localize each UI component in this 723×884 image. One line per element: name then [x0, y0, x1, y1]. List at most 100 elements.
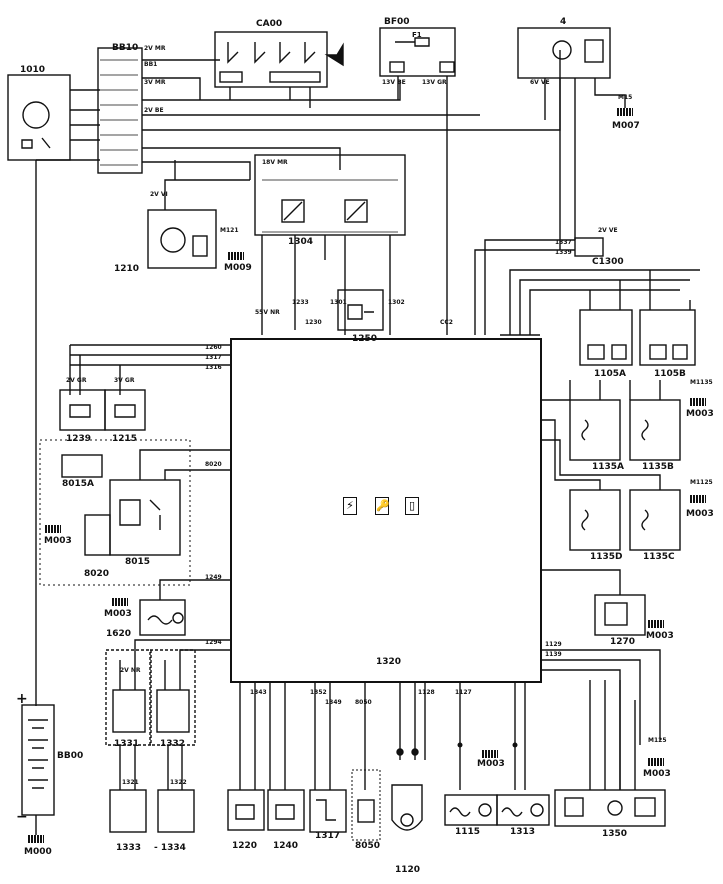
ecu-1320	[230, 338, 542, 683]
wire-1337: 1337	[555, 239, 572, 246]
label-1304: 1304	[288, 237, 314, 247]
wire-m125: M125	[648, 737, 667, 744]
key-symbol-icon: 🔑	[375, 497, 390, 515]
wire-1233: 1233	[292, 299, 309, 306]
tag-2vmr: 2V MR	[144, 45, 166, 52]
label-1210: 1210	[114, 264, 140, 274]
label-f1: F1	[412, 31, 422, 39]
label-1215: 1215	[112, 434, 138, 444]
label-1120: 1120	[395, 865, 421, 875]
wire-m1125: M1125	[690, 479, 713, 486]
wire-8020: 8020	[205, 461, 222, 468]
label-bb00: BB00	[57, 751, 84, 761]
label-1313: 1313	[510, 827, 536, 837]
ground-m003-f-icon	[482, 750, 498, 758]
label-1350: 1350	[602, 829, 628, 839]
wire-bb1: BB1	[144, 61, 158, 68]
label-1220: 1220	[232, 841, 258, 851]
tag-3vmr: 3V MR	[144, 79, 166, 86]
ground-m003-c-icon	[45, 525, 61, 533]
label-m003-f: M003	[477, 759, 505, 769]
label-1333: 1333	[116, 843, 142, 853]
tag-13vgr: 13V GR	[422, 79, 447, 86]
label-1620: 1620	[106, 629, 132, 639]
label-8050: 8050	[355, 841, 381, 851]
label-m003-g: M003	[643, 769, 671, 779]
wire-1128: 1128	[418, 689, 435, 696]
wire-8050: 8050	[355, 699, 372, 706]
wire-1260: 1260	[205, 344, 222, 351]
tag-6vve: 6V VE	[530, 79, 550, 86]
label-bf00: BF00	[384, 17, 410, 27]
tag-2vve: 2V VE	[598, 227, 618, 234]
label-1317: 1317	[315, 831, 341, 841]
label-c1300: C1300	[592, 257, 624, 267]
wire-1343: 1343	[250, 689, 267, 696]
label-m003-c: M003	[44, 536, 72, 546]
ground-m003-e-icon	[648, 620, 664, 628]
wire-1316: 1316	[205, 364, 222, 371]
wire-cc2: CC2	[440, 319, 453, 326]
label-ca00: CA00	[256, 19, 283, 29]
ground-m000-icon	[28, 835, 44, 843]
label-1334: - 1334	[154, 843, 186, 853]
wire-1317: 1317	[205, 354, 222, 361]
label-8020: 8020	[84, 569, 110, 579]
ground-m009-icon	[228, 252, 244, 260]
label-m003-d: M003	[104, 609, 132, 619]
label-1135a: 1135A	[592, 462, 625, 472]
battery-plus: +	[16, 691, 28, 707]
wire-m121: M121	[220, 227, 239, 234]
label-8015a: 8015A	[62, 479, 95, 489]
label-1105a: 1105A	[594, 369, 627, 379]
wire-1322: 1322	[170, 779, 187, 786]
tag-2vnr: 2V NR	[120, 667, 141, 674]
label-1240: 1240	[273, 841, 299, 851]
label-1115: 1115	[455, 827, 481, 837]
tag-2vvi: 2V VI	[150, 191, 168, 198]
label-1010: 1010	[20, 65, 46, 75]
battery-minus: −	[16, 809, 28, 825]
label-m003-a: M003	[686, 409, 714, 419]
wire-1230: 1230	[305, 319, 322, 326]
ground-m003-a-icon	[690, 398, 706, 406]
card-symbol-icon: ▯	[405, 497, 419, 515]
label-1239: 1239	[66, 434, 92, 444]
label-1331: 1331	[114, 739, 140, 749]
label-1105b: 1105B	[654, 369, 686, 379]
label-m007: M007	[612, 121, 640, 131]
tag-18vmr: 18V MR	[262, 159, 288, 166]
wire-1339: 1339	[555, 249, 572, 256]
ground-m007-icon	[617, 108, 633, 116]
wire-1249: 1249	[205, 574, 222, 581]
label-8015: 8015	[125, 557, 151, 567]
label-m003-e: M003	[646, 631, 674, 641]
label-1135b: 1135B	[642, 462, 674, 472]
wire-1302: 1302	[388, 299, 405, 306]
label-bb10: BB10	[112, 43, 139, 53]
wire-1127: 1127	[455, 689, 472, 696]
label-1320: 1320	[376, 657, 402, 667]
wire-1129: 1129	[545, 641, 562, 648]
tag-3vgr: 3V GR	[114, 377, 135, 384]
power-symbol-icon: ⚡	[343, 497, 357, 515]
label-1270: 1270	[610, 637, 636, 647]
tag-2vgr: 2V GR	[66, 377, 87, 384]
wire-m1135: M1135	[690, 379, 713, 386]
tag-2vbe: 2V BE	[144, 107, 164, 114]
label-4: 4	[560, 17, 567, 27]
ground-m003-g-icon	[648, 758, 664, 766]
label-1135c: 1135C	[643, 552, 675, 562]
wire-1349: 1349	[325, 699, 342, 706]
label-1135d: 1135D	[590, 552, 623, 562]
label-m009: M009	[224, 263, 252, 273]
label-m003-b: M003	[686, 509, 714, 519]
ground-m003-b-icon	[690, 495, 706, 503]
label-m000: M000	[24, 847, 52, 857]
wire-1352: 1352	[310, 689, 327, 696]
wire-1139: 1139	[545, 651, 562, 658]
label-1332: 1332	[160, 739, 186, 749]
label-1250: 1250	[352, 334, 378, 344]
tag-13vbe: 13V BE	[382, 79, 406, 86]
